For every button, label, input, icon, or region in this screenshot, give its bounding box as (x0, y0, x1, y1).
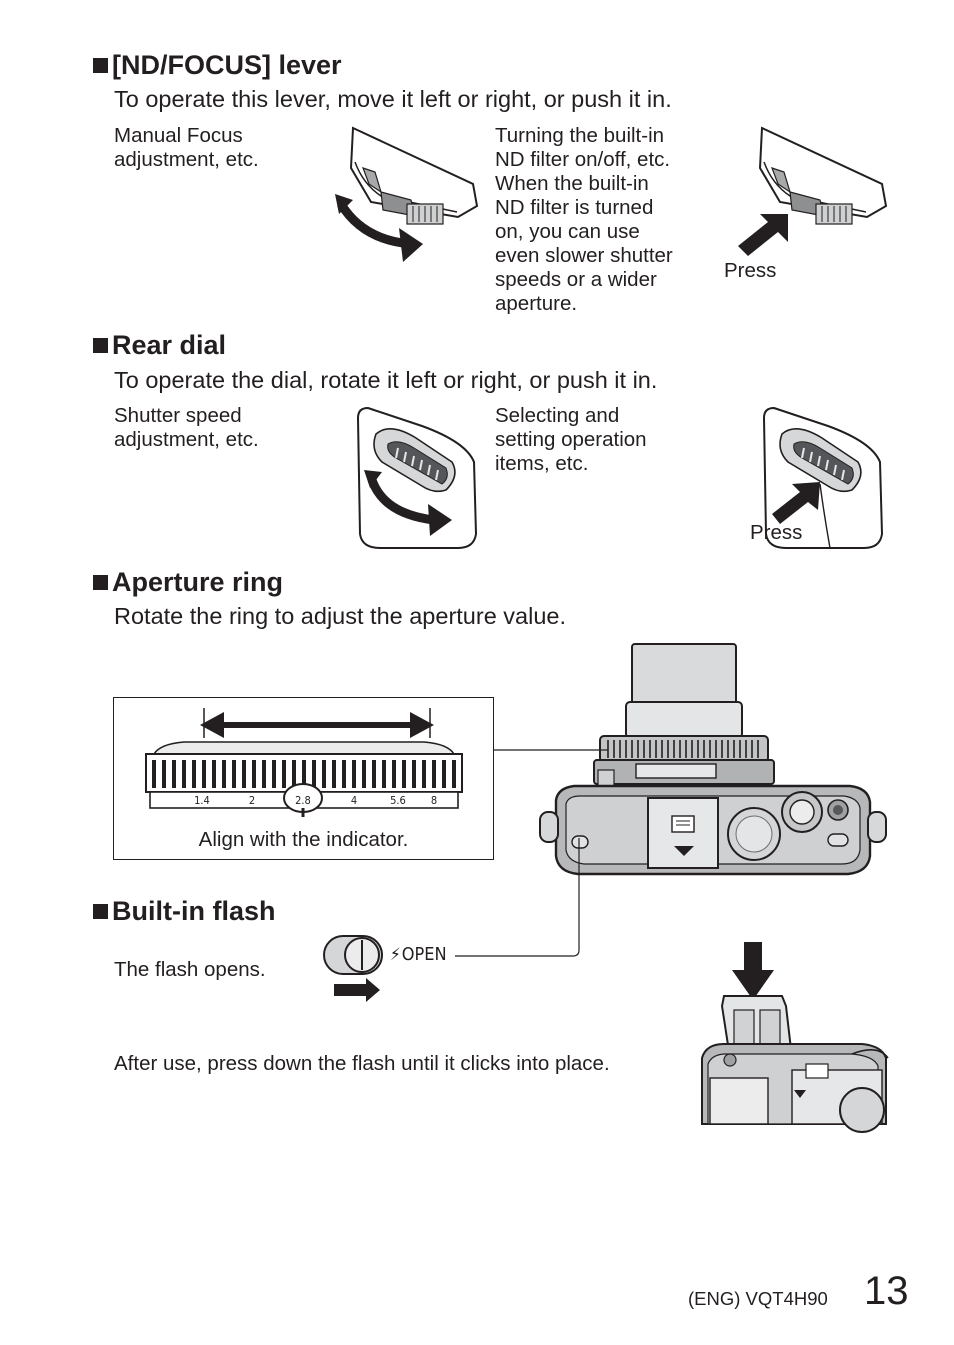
flash-close-illustration (701, 942, 889, 1133)
bullet-square-icon (93, 57, 108, 73)
nd-focus-left-caption: Manual Focus adjustment, etc. (114, 124, 259, 171)
aperture-box-caption: Align with the indicator. (198, 828, 409, 851)
aperture-scale-8: 8 (431, 794, 437, 807)
aperture-ring-intro: Rotate the ring to adjust the aperture v… (114, 603, 567, 629)
page-number: 13 (864, 1269, 909, 1313)
nd-focus-press-label: Press (724, 259, 777, 282)
aperture-scale-1-4: 1.4 (194, 794, 210, 807)
rear-dial-left-caption: Shutter speed adjustment, etc. (114, 404, 259, 451)
rear-dial-press-label: Press (750, 521, 803, 544)
aperture-ring-title: Aperture ring (112, 567, 284, 597)
flash-pointer-line (455, 838, 580, 957)
rear-dial-intro: To operate the dial, rotate it left or r… (114, 367, 658, 393)
aperture-ring-detail-illustration: 1.4 2 2.8 4 5.6 8 (145, 708, 463, 817)
flash-open-switch-illustration (323, 935, 383, 1002)
aperture-scale-5-6: 5.6 (390, 794, 406, 807)
bullet-square-icon (93, 337, 108, 353)
lightning-icon: ⚡︎ (390, 944, 401, 965)
nd-focus-title: [ND/FOCUS] lever (112, 50, 342, 80)
nd-lever-move-illustration (335, 126, 479, 262)
flash-after-use-text: After use, press down the flash until it… (114, 1052, 610, 1075)
footer-manual-code: (ENG) VQT4H90 (688, 1288, 828, 1309)
rear-dial-heading: Rear dial (93, 329, 226, 361)
flash-open-label: ⚡︎ OPEN (390, 944, 447, 965)
bullet-square-icon (93, 574, 108, 590)
aperture-scale-2-8: 2.8 (295, 794, 311, 807)
aperture-ring-heading: Aperture ring (93, 566, 283, 598)
built-in-flash-heading: Built-in flash (93, 895, 276, 927)
nd-lever-press-illustration (738, 126, 888, 256)
aperture-scale-4: 4 (351, 794, 357, 807)
rear-dial-title: Rear dial (112, 330, 227, 360)
nd-focus-heading: [ND/FOCUS] lever (93, 49, 342, 81)
built-in-flash-caption: The flash opens. (114, 958, 266, 981)
flash-open-text: OPEN (401, 944, 447, 965)
aperture-detail-box: 1.4 2 2.8 4 5.6 8 Align with the indicat… (113, 697, 494, 860)
bullet-square-icon (93, 903, 108, 919)
nd-focus-intro: To operate this lever, move it left or r… (114, 86, 672, 112)
rear-dial-press-illustration (762, 406, 884, 549)
aperture-scale-2: 2 (249, 794, 255, 807)
rear-dial-right-caption: Selecting and setting operation items, e… (495, 404, 647, 475)
aperture-pointer-line (493, 749, 608, 751)
camera-top-view-illustration (539, 643, 887, 876)
rear-dial-rotate-illustration (356, 406, 478, 549)
built-in-flash-title: Built-in flash (112, 896, 276, 926)
nd-focus-right-caption: Turning the built-in ND filter on/off, e… (495, 124, 673, 315)
